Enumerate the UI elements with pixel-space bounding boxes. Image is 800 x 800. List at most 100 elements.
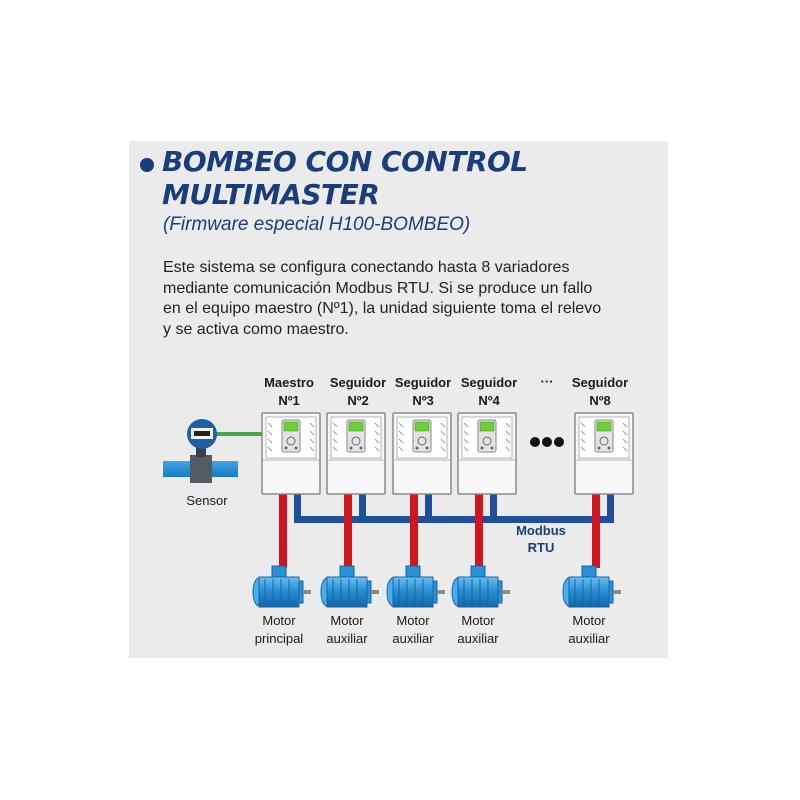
motor-icon	[386, 565, 445, 608]
ellipsis-label: ···	[541, 374, 554, 389]
sensor-icon	[163, 419, 238, 483]
keypad-key	[349, 446, 353, 450]
vent-slot	[622, 422, 628, 428]
motor-flange	[366, 580, 372, 604]
motor-icon	[562, 565, 621, 608]
keypad-dial	[417, 436, 427, 446]
vent-slot	[398, 438, 404, 444]
vent-slot	[374, 430, 380, 436]
motor-label-line1: Motor	[572, 613, 606, 628]
sensor-signal-line	[216, 432, 264, 436]
bus-line	[294, 516, 614, 523]
drive-unit	[261, 412, 321, 495]
power-cables	[279, 494, 600, 568]
drive-label-line2: Nº8	[589, 393, 610, 408]
keypad-key	[597, 446, 601, 450]
keypad-display	[479, 421, 495, 432]
motor-terminal-box	[581, 565, 597, 579]
vent-slot	[332, 430, 338, 436]
vent-slot	[580, 438, 586, 444]
vent-slot	[374, 446, 380, 452]
keypad-display	[596, 421, 612, 432]
motor-shaft	[303, 590, 311, 594]
vent-slot	[332, 422, 338, 428]
keypad-key	[480, 446, 484, 450]
vent-slot	[267, 438, 273, 444]
vent-slot	[332, 446, 338, 452]
keypad-display	[348, 421, 364, 432]
keypad-key	[425, 446, 429, 450]
vent-slot	[622, 430, 628, 436]
motor-labels: Motor principal Motor auxiliar Motor aux…	[255, 613, 610, 646]
motor-terminal-box	[405, 565, 421, 579]
motor-shaft	[613, 590, 621, 594]
bus-label-line2: RTU	[528, 540, 555, 555]
sensor-label: Sensor	[186, 493, 228, 508]
vent-slot	[374, 422, 380, 428]
keypad-key	[607, 446, 611, 450]
bus-label-line1: Modbus	[516, 523, 566, 538]
motor-label-line1: Motor	[461, 613, 495, 628]
title-line-1: BOMBEO CON CONTROL	[162, 145, 528, 178]
title-line-2: MULTIMASTER	[162, 178, 380, 211]
motor-body	[326, 576, 368, 608]
vent-slot	[580, 430, 586, 436]
drive-unit	[392, 412, 452, 495]
motor-label-line1: Motor	[262, 613, 296, 628]
vent-slot	[309, 446, 315, 452]
motor-terminal-box	[339, 565, 355, 579]
bus-drop	[294, 494, 301, 520]
vent-slot	[505, 446, 511, 452]
vent-slot	[440, 446, 446, 452]
motor-body	[568, 576, 610, 608]
vent-slot	[267, 430, 273, 436]
motor-icon	[252, 565, 311, 608]
keypad-dial	[351, 436, 361, 446]
drive-unit	[326, 412, 386, 495]
vent-slot	[505, 430, 511, 436]
motor-shaft	[437, 590, 445, 594]
description-line: en el equipo maestro (Nº1), la unidad si…	[163, 300, 602, 317]
drive-label-line2: Nº3	[412, 393, 433, 408]
description-line: Este sistema se configura conectando has…	[163, 259, 570, 276]
vent-slot	[580, 446, 586, 452]
modbus-bus	[294, 494, 614, 523]
keypad-key	[415, 446, 419, 450]
vent-slot	[398, 446, 404, 452]
bullet-icon	[140, 158, 154, 172]
vent-slot	[398, 430, 404, 436]
vent-slot	[309, 422, 315, 428]
motor-flange	[497, 580, 503, 604]
drive-label-line2: Nº2	[347, 393, 368, 408]
vent-slot	[440, 430, 446, 436]
sensor-body	[190, 455, 212, 483]
drives	[261, 412, 634, 495]
power-cable	[279, 494, 287, 568]
bus-drop	[425, 494, 432, 520]
power-cable	[344, 494, 352, 568]
motor-label-line2: auxiliar	[392, 631, 434, 646]
drive-label-line1: Seguidor	[461, 375, 517, 390]
drive-label-line1: Seguidor	[330, 375, 386, 390]
bus-drop	[607, 494, 614, 520]
vent-slot	[440, 438, 446, 444]
sensor-neck	[196, 445, 206, 457]
motor-terminal-box	[470, 565, 486, 579]
vent-slot	[463, 446, 469, 452]
sensor-display-text	[194, 431, 210, 436]
ellipsis-dot	[542, 437, 552, 447]
vent-slot	[622, 438, 628, 444]
ellipsis-dot	[554, 437, 564, 447]
motor-label-line2: principal	[255, 631, 304, 646]
drive-label-line1: Seguidor	[572, 375, 628, 390]
power-cable	[475, 494, 483, 568]
motor-label-line1: Motor	[330, 613, 364, 628]
motor-shaft	[502, 590, 510, 594]
drive-label-line2: Nº4	[478, 393, 500, 408]
drive-unit	[574, 412, 634, 495]
vent-slot	[267, 422, 273, 428]
vent-slot	[332, 438, 338, 444]
bus-drop	[359, 494, 366, 520]
motor-terminal-box	[271, 565, 287, 579]
keypad-dial	[482, 436, 492, 446]
